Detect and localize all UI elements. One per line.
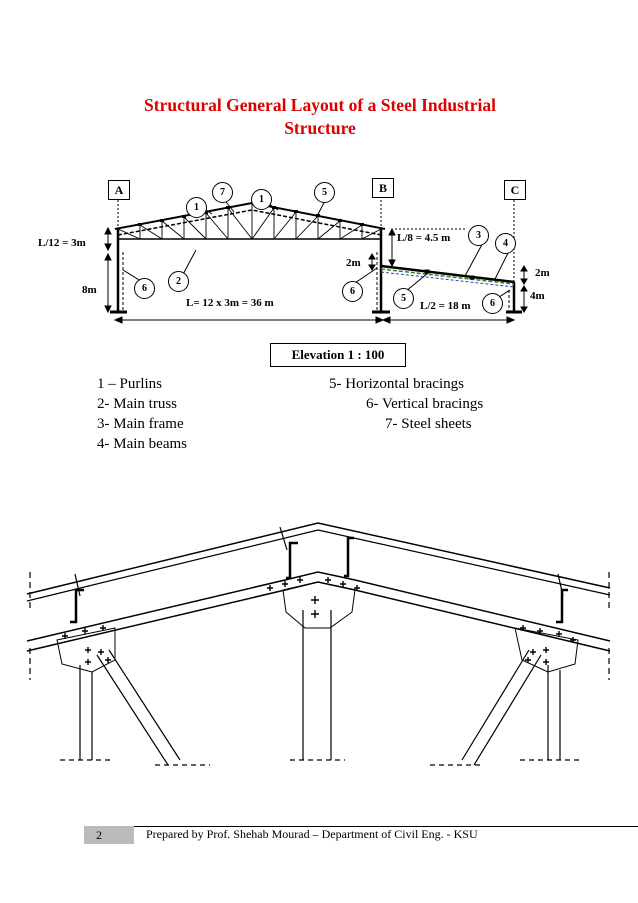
- dim-8m-label: 8m: [82, 284, 97, 296]
- legend-left: 1 – Purlins 2- Main truss 3- Main frame …: [97, 374, 187, 454]
- legend-item: 5- Horizontal bracings: [329, 376, 464, 392]
- legend-item: 3- Main frame: [97, 416, 184, 432]
- callout-6a: 6: [134, 278, 155, 299]
- lean-to-beam: [380, 264, 515, 284]
- dim-span-label: L= 12 x 3m = 36 m: [186, 297, 274, 309]
- lean-to-sheet: [380, 268, 515, 285]
- dim-l12-label: L/12 = 3m: [38, 237, 86, 249]
- dim-4m-label: 4m: [530, 290, 545, 302]
- truss-web: [117, 204, 382, 240]
- grid-label-b: B: [372, 178, 394, 198]
- dim-2m-left-label: 2m: [346, 257, 361, 269]
- legend-item: 6- Vertical bracings: [366, 396, 484, 412]
- grid-label-c: C: [504, 180, 526, 200]
- roof-sheet-line: [117, 209, 382, 236]
- grid-label-a: A: [108, 180, 130, 200]
- title-line-2: Structure: [284, 118, 356, 138]
- callout-6c: 6: [482, 293, 503, 314]
- callout-1a: 1: [186, 197, 207, 218]
- elevation-caption: Elevation 1 : 100: [270, 343, 406, 367]
- callout-6b: 6: [342, 281, 363, 302]
- legend-item: 2- Main truss: [97, 396, 177, 412]
- page-number: 2: [84, 826, 134, 844]
- callout-3: 3: [468, 225, 489, 246]
- callout-7: 7: [212, 182, 233, 203]
- legend-item: 1 – Purlins: [97, 376, 163, 392]
- callout-2: 2: [168, 271, 189, 292]
- callout-5a: 5: [314, 182, 335, 203]
- legend-item: 7- Steel sheets: [385, 416, 472, 432]
- callout-5b: 5: [393, 288, 414, 309]
- dim-2m-right-label: 2m: [535, 267, 550, 279]
- legend-item: 4- Main beams: [97, 436, 187, 452]
- page-title: Structural General Layout of a Steel Ind…: [90, 94, 550, 140]
- footer-rule: [84, 826, 638, 827]
- dim-l8-label: L/8 = 4.5 m: [397, 232, 451, 244]
- dim-half-label: L/2 = 18 m: [420, 300, 471, 312]
- title-line-1: Structural General Layout of a Steel Ind…: [144, 95, 496, 115]
- callout-4: 4: [495, 233, 516, 254]
- callout-1b: 1: [251, 189, 272, 210]
- footer-credit: Prepared by Prof. Shehab Mourad – Depart…: [146, 827, 478, 841]
